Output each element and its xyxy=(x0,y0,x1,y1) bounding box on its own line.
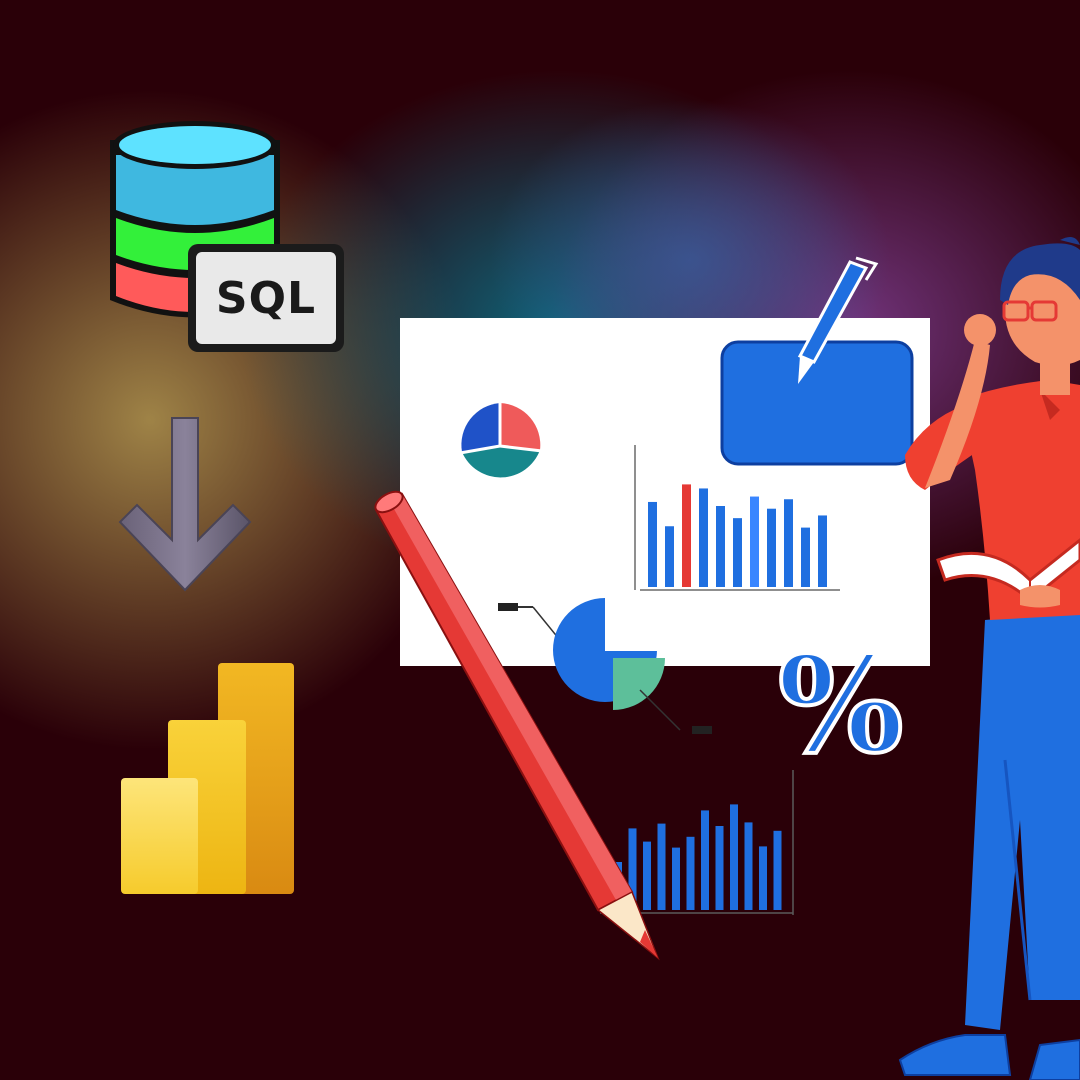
lower-bar xyxy=(715,826,724,910)
pie-chart-large xyxy=(498,598,712,734)
pie-chart-small xyxy=(459,400,543,478)
lower-bar xyxy=(759,846,767,910)
person-reading-illustration xyxy=(898,236,1080,1080)
sql-label: SQL xyxy=(215,272,317,324)
panel-bar-chart xyxy=(634,445,840,591)
lower-bar xyxy=(730,804,738,910)
panel-bar xyxy=(801,527,810,587)
panel-bar xyxy=(665,526,674,587)
lower-bar-chart xyxy=(600,770,794,915)
sql-badge xyxy=(188,244,344,352)
lower-bar xyxy=(628,828,637,910)
pen-icon xyxy=(797,256,879,384)
lower-bar xyxy=(773,830,782,910)
lower-bar xyxy=(672,847,680,910)
lower-bar xyxy=(643,841,651,910)
lower-bar xyxy=(701,810,709,910)
power-bi-logo xyxy=(121,663,294,894)
lower-bar xyxy=(686,836,695,910)
panel-bar xyxy=(818,515,827,587)
percent-symbol: % xyxy=(776,628,905,783)
lower-bar xyxy=(657,823,666,910)
pencil-icon xyxy=(374,490,660,961)
panel-bar xyxy=(733,518,742,587)
note-card xyxy=(720,340,914,466)
panel-bar xyxy=(716,506,725,587)
panel-bar xyxy=(648,501,657,587)
panel-bar xyxy=(784,499,793,587)
arrow-down-icon xyxy=(118,417,252,592)
lower-bar xyxy=(744,822,753,910)
panel-bar xyxy=(750,496,759,587)
panel-bar xyxy=(767,508,776,587)
panel-bar xyxy=(699,488,708,587)
panel-bar xyxy=(682,484,691,587)
